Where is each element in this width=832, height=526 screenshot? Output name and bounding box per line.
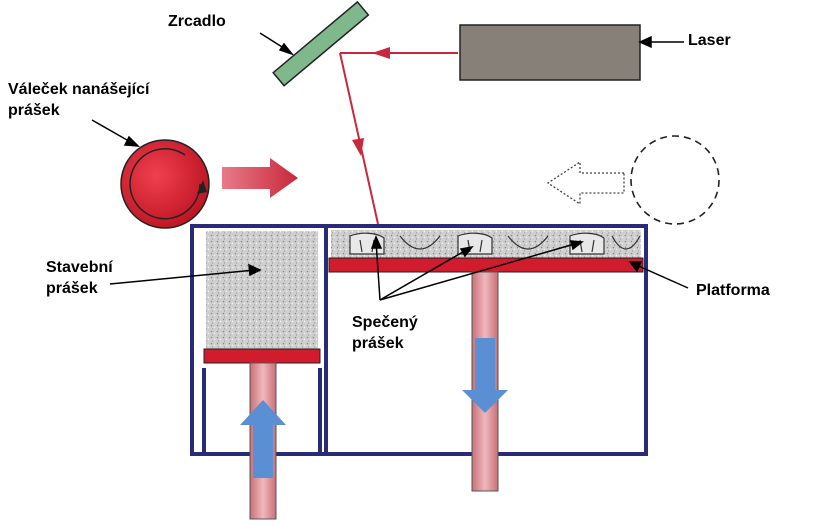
leader-lines <box>91 32 689 301</box>
build-piston-down-arrow <box>462 338 508 413</box>
roller <box>120 139 210 229</box>
label-laser: Laser <box>688 32 731 49</box>
label-roller-line2: prášek <box>8 102 60 119</box>
feed-piston-up-arrow <box>240 400 286 478</box>
laser-beam-arrowhead-down <box>352 138 364 156</box>
roller-ghost <box>630 135 720 225</box>
label-sintered-line2: prášek <box>352 335 404 352</box>
sintered-part-3 <box>569 232 605 255</box>
roller-rotation-arrowhead <box>197 180 207 194</box>
label-build-powder-line2: prášek <box>46 280 98 297</box>
mirror <box>272 0 370 87</box>
laser-beam-vertical <box>339 52 379 225</box>
sintered-bowls <box>399 235 641 250</box>
build-powder <box>206 231 318 349</box>
label-mirror: Zrcadlo <box>168 13 226 30</box>
label-platform: Platforma <box>696 282 770 299</box>
laser-beam-arrowhead <box>372 47 390 59</box>
label-build-powder-line1: Stavební <box>46 259 113 276</box>
roller-motion-arrow <box>222 158 298 198</box>
label-sintered-line1: Spečený <box>352 314 418 331</box>
roller-ghost-arrow <box>546 160 625 206</box>
laser-body <box>459 24 641 81</box>
roller-rotation-icon <box>129 148 201 220</box>
feed-piston-plate <box>203 348 321 364</box>
label-roller-line1: Váleček nanášející <box>8 81 150 98</box>
